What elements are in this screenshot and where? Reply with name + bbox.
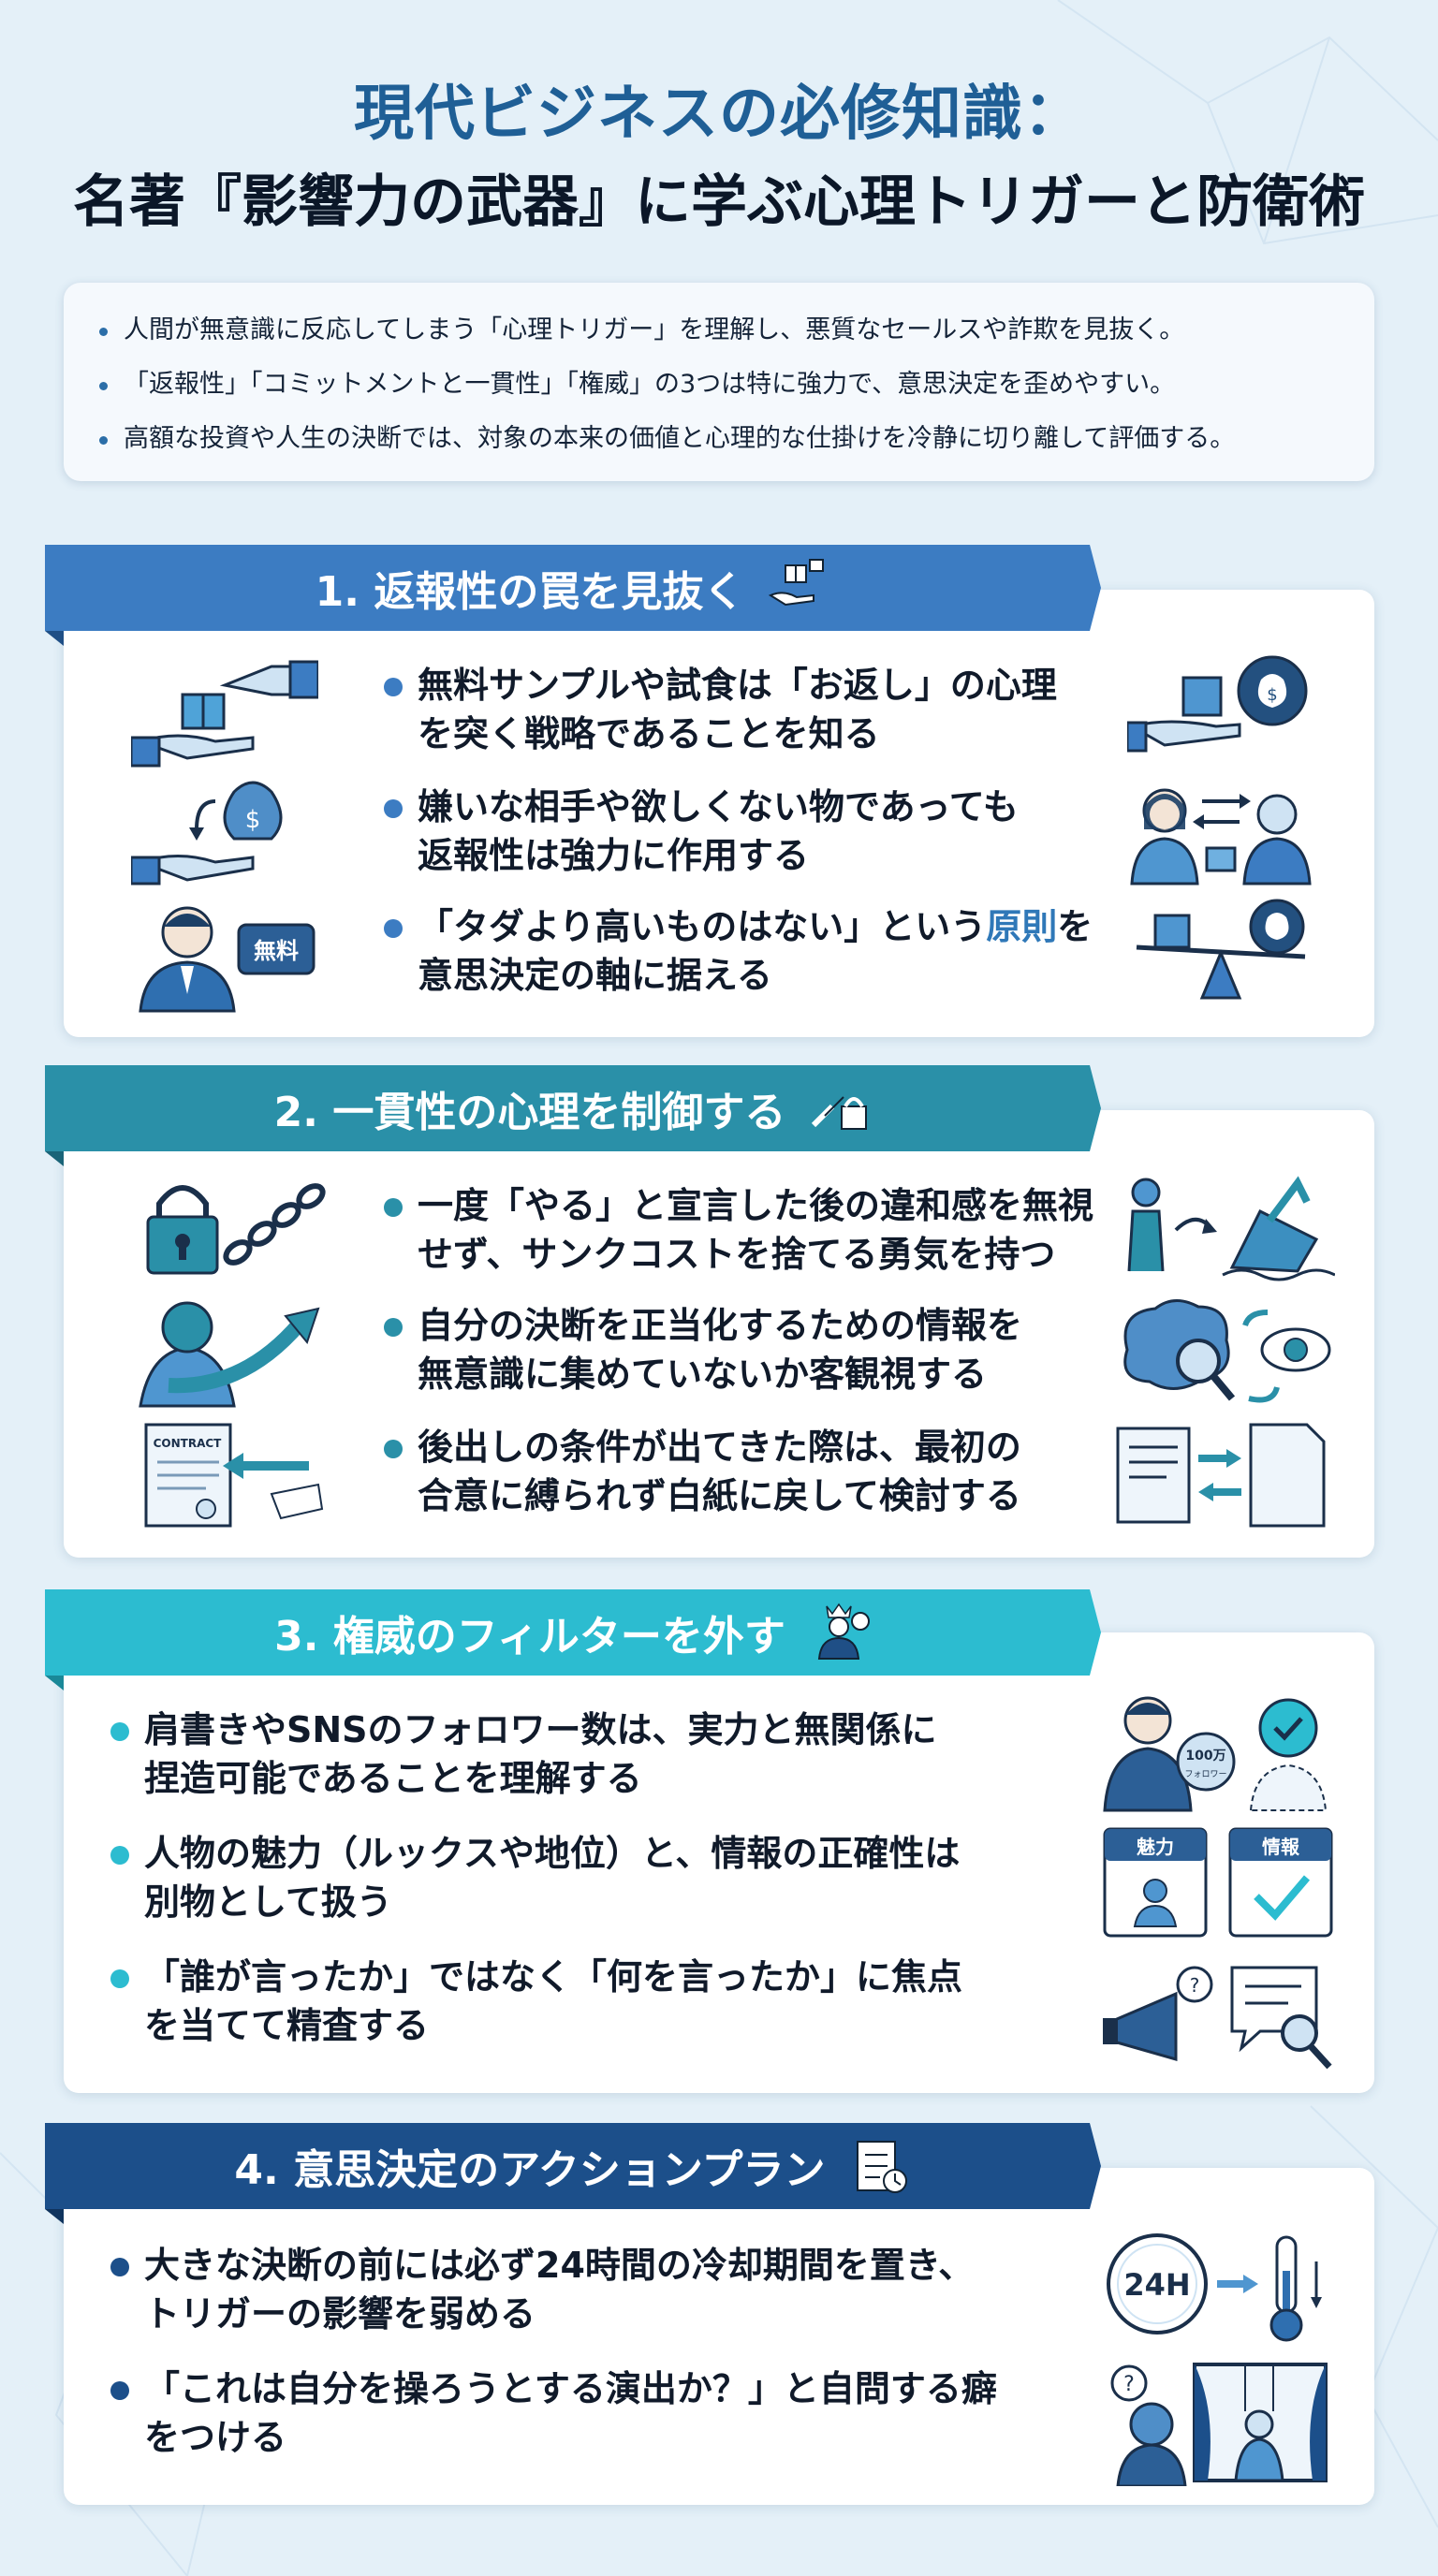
bullet-2-1: 一度「やる」と宣言した後の違和感を無視せず、サンクコストを捨てる勇気を持つ xyxy=(384,1181,1093,1279)
puppet-stage-question-icon: ? xyxy=(1110,2363,1328,2486)
balance-scale-icon xyxy=(1136,899,1306,1000)
gift-exchange-icon xyxy=(769,559,825,607)
summary-item: 「返報性」「コミットメントと一貫性」「権威」の3つは特に強力で、意思決定を歪めや… xyxy=(99,358,1346,412)
chain-lock-icon xyxy=(812,1096,868,1130)
section-banner-1: 1. 返報性の罠を見抜く xyxy=(45,545,1101,631)
follower-count-label: 100万 xyxy=(1185,1749,1225,1764)
bullet-3-3: 「誰が言ったか」ではなく「何を言ったか」に焦点を当てて精査する xyxy=(110,1953,962,2050)
clock-24h-label: 24H xyxy=(1123,2267,1190,2303)
svg-text:?: ? xyxy=(1190,1974,1200,1997)
checklist-clock-icon xyxy=(856,2141,907,2193)
gift-giving-hand-icon xyxy=(131,660,318,768)
section-title: 3. 権威のフィルターを外す xyxy=(274,1613,785,1661)
svg-text:$: $ xyxy=(245,806,261,834)
section-banner-4: 4. 意思決定のアクションプラン xyxy=(45,2123,1101,2209)
bullet-2-3: 後出しの条件が出てきた際は、最初の合意に縛られず白紙に戻して検討する xyxy=(384,1423,1021,1520)
charm-card-label: 魅力 xyxy=(1137,1836,1174,1858)
bullet-3-2: 人物の魅力（ルックスや地位）と、情報の正確性は別物として扱う xyxy=(110,1829,960,1926)
bullet-1-3: 「タダより高いものはない」という原則を意思決定の軸に据える xyxy=(384,902,1093,1000)
contract-document-icon: CONTRACT xyxy=(144,1423,324,1528)
influencer-follower-badge-icon: 100万 フォロワー xyxy=(1103,1696,1328,1812)
summary-box: 人間が無意識に反応してしまう「心理トリガー」を理解し、悪質なセールスや詐欺を見抜… xyxy=(64,283,1374,481)
info-card-label: 情報 xyxy=(1262,1836,1300,1858)
banner-fold xyxy=(45,2209,64,2224)
summary-item: 人間が無意識に反応してしまう「心理トリガー」を理解し、悪質なセールスや詐欺を見抜… xyxy=(99,303,1346,358)
bullet-1-2: 嫌いな相手や欲しくない物であっても返報性は強力に作用する xyxy=(384,783,1019,880)
authority-person-icon xyxy=(817,1603,870,1660)
summary-item: 高額な投資や人生の決断では、対象の本来の価値と心理的な仕掛けを冷静に切り離して評… xyxy=(99,412,1346,466)
padlock-chain-icon xyxy=(146,1183,326,1275)
banner-fold xyxy=(45,631,64,646)
megaphone-speech-icon: ? xyxy=(1103,1966,1332,2070)
section-title: 1. 返報性の罠を見抜く xyxy=(315,568,745,616)
bullet-4-2: 「これは自分を操ろうとする演出か？」と自問する癖をつける xyxy=(110,2364,997,2462)
banner-fold xyxy=(45,1676,64,1690)
svg-text:$: $ xyxy=(1267,685,1277,705)
section-title: 4. 意思決定のアクションプラン xyxy=(234,2146,826,2194)
bullet-4-1: 大きな決断の前には必ず24時間の冷却期間を置き、トリガーの影響を弱める xyxy=(110,2241,974,2338)
page-title: 現代ビジネスの必修知識： 名著『影響力の武器』に学ぶ心理トリガーと防衛術 xyxy=(0,71,1438,247)
section-banner-3: 3. 権威のフィルターを外す xyxy=(45,1589,1101,1676)
title-line-2: 名著『影響力の武器』に学ぶ心理トリガーと防衛術 xyxy=(73,169,1365,235)
section-banner-2: 2. 一貫性の心理を制御する xyxy=(45,1065,1101,1151)
title-line-1: 現代ビジネスの必修知識： xyxy=(354,80,1084,149)
exchange-people-icon xyxy=(1130,788,1312,886)
clock-thermometer-icon: 24H xyxy=(1107,2233,1322,2342)
sinking-ship-icon xyxy=(1127,1176,1335,1281)
contract-label: CONTRACT xyxy=(154,1437,223,1450)
free-badge-label: 無料 xyxy=(254,938,299,964)
charm-vs-info-cards-icon: 魅力 情報 xyxy=(1103,1827,1333,1938)
banner-fold xyxy=(45,1151,64,1166)
section-title: 2. 一貫性の心理を制御する xyxy=(273,1089,786,1136)
svg-text:?: ? xyxy=(1123,2373,1135,2396)
bullet-2-2: 自分の決断を正当化するための情報を無意識に集めていないか客観視する xyxy=(384,1301,1022,1398)
gift-hand-money-icon: $ xyxy=(1127,655,1308,753)
bullet-3-1: 肩書きやSNSのフォロワー数は、実力と無関係に捏造可能であることを理解する xyxy=(110,1705,937,1803)
brain-magnifier-eye-icon xyxy=(1123,1299,1331,1403)
document-swap-icon xyxy=(1116,1423,1326,1528)
bullet-1-1: 無料サンプルや試食は「お返し」の心理を突く戦略であることを知る xyxy=(384,661,1057,758)
money-bag-return-icon: $ xyxy=(131,781,283,886)
follower-label: フォロワー xyxy=(1184,1770,1226,1779)
person-arrow-up-icon xyxy=(139,1301,320,1408)
person-free-badge-icon: 無料 xyxy=(139,906,315,1013)
